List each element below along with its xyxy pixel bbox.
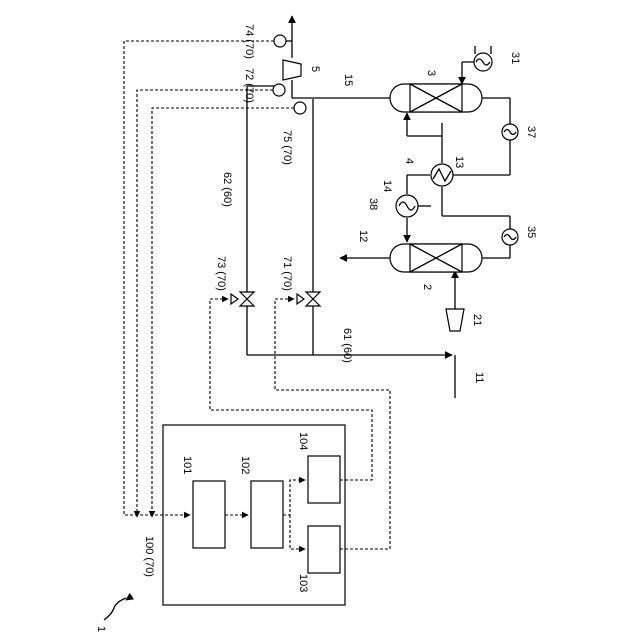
label-72: 72 (70) [243,68,255,103]
reactor-3 [390,84,482,112]
label-12: 12 [357,230,369,242]
compressor-21 [446,309,464,331]
label-11: 11 [473,372,485,383]
heater-35 [502,229,518,245]
label-61: 61 (60) [341,328,353,363]
compressor-5 [283,60,301,80]
label-3: 3 [425,70,437,76]
exchanger-4 [431,164,453,186]
label-104: 104 [297,432,309,450]
heater-38 [396,195,418,217]
label-62: 62 (60) [221,172,233,207]
unit-101 [193,481,225,548]
heater-31 [474,46,492,71]
valve-73 [231,292,254,306]
label-5: 5 [309,66,321,72]
label-system-1: 1 [95,626,107,632]
label-71: 71 (70) [281,256,293,291]
label-31: 31 [509,52,521,64]
label-15: 15 [342,74,354,86]
system-leader [104,598,126,620]
unit-104 [308,456,340,503]
sensor-74 [274,35,286,47]
reactor-2 [390,244,482,272]
valve-71 [297,292,320,306]
label-14: 14 [381,180,393,192]
label-101: 101 [181,456,193,474]
sensor-75 [294,102,306,114]
label-102: 102 [239,456,251,474]
sensor-72 [273,84,285,96]
label-13: 13 [453,156,465,168]
label-38: 38 [367,198,379,210]
heater-37 [502,124,518,140]
label-103: 103 [297,574,309,592]
label-37: 37 [525,126,537,138]
system-leader-arrow [126,596,132,600]
label-21: 21 [471,314,483,326]
label-75: 75 (70) [281,130,293,165]
label-100: 100 (70) [143,536,155,577]
label-35: 35 [525,226,537,238]
unit-103 [308,526,340,573]
label-74: 74 (70) [243,24,255,59]
label-2: 2 [421,284,433,290]
unit-102 [251,481,283,548]
label-4: 4 [403,158,415,164]
label-73: 73 (70) [215,256,227,291]
